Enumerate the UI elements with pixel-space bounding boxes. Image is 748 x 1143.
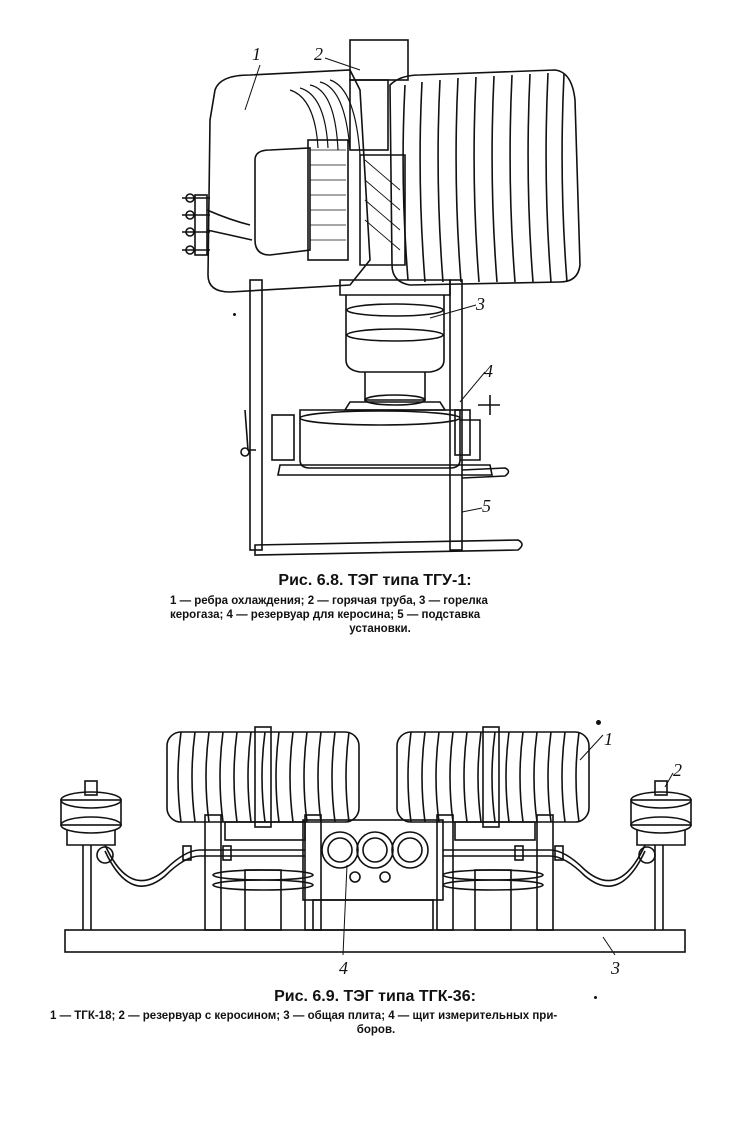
- callout-4: 4: [339, 958, 348, 979]
- print-speck: [233, 313, 236, 316]
- callout-4: 4: [484, 361, 493, 382]
- legend-line: 1 — ТГК-18; 2 — резервуар с керосином; 3…: [50, 1009, 702, 1023]
- print-speck: [594, 996, 597, 999]
- terminal-connectors: [182, 194, 252, 255]
- kerosene-tank-left: [61, 781, 121, 930]
- figure-6-8-drawing: [160, 30, 600, 560]
- figure-6-9-caption: Рис. 6.9. ТЭГ типа ТГК-36:: [150, 988, 600, 1006]
- callout-3: 3: [476, 294, 485, 315]
- common-plate: [65, 930, 685, 952]
- stand: [241, 280, 522, 555]
- callout-2: 2: [673, 760, 682, 781]
- print-speck: [596, 720, 601, 725]
- callout-3: 3: [611, 958, 620, 979]
- figure-6-9-legend: 1 — ТГК-18; 2 — резервуар с керосином; 3…: [50, 1009, 702, 1037]
- legend-line: боров.: [50, 1023, 702, 1037]
- callout-1: 1: [252, 44, 261, 65]
- legend-line: керогаза; 4 — резервуар для керосина; 5 …: [170, 608, 590, 622]
- left-fin-housing: [208, 70, 370, 292]
- legend-line: установки.: [170, 622, 590, 636]
- figure-6-8-legend: 1 — ребра охлаждения; 2 — горячая труба,…: [170, 594, 590, 636]
- figure-6-9-drawing: [55, 705, 695, 975]
- kerosene-burner: [340, 280, 450, 410]
- right-cooling-fins: [390, 70, 580, 285]
- figure-6-8-caption: Рис. 6.8. ТЭГ типа ТГУ-1:: [150, 572, 600, 590]
- legend-line: 1 — ребра охлаждения; 2 — горячая труба,…: [170, 594, 590, 608]
- callout-1: 1: [604, 729, 613, 750]
- instrument-panel: [303, 820, 443, 930]
- callout-2: 2: [314, 44, 323, 65]
- kerosene-reservoir: [278, 395, 500, 475]
- fuel-pipes: [105, 845, 645, 886]
- callout-5: 5: [482, 496, 491, 517]
- hot-tube: [350, 40, 408, 80]
